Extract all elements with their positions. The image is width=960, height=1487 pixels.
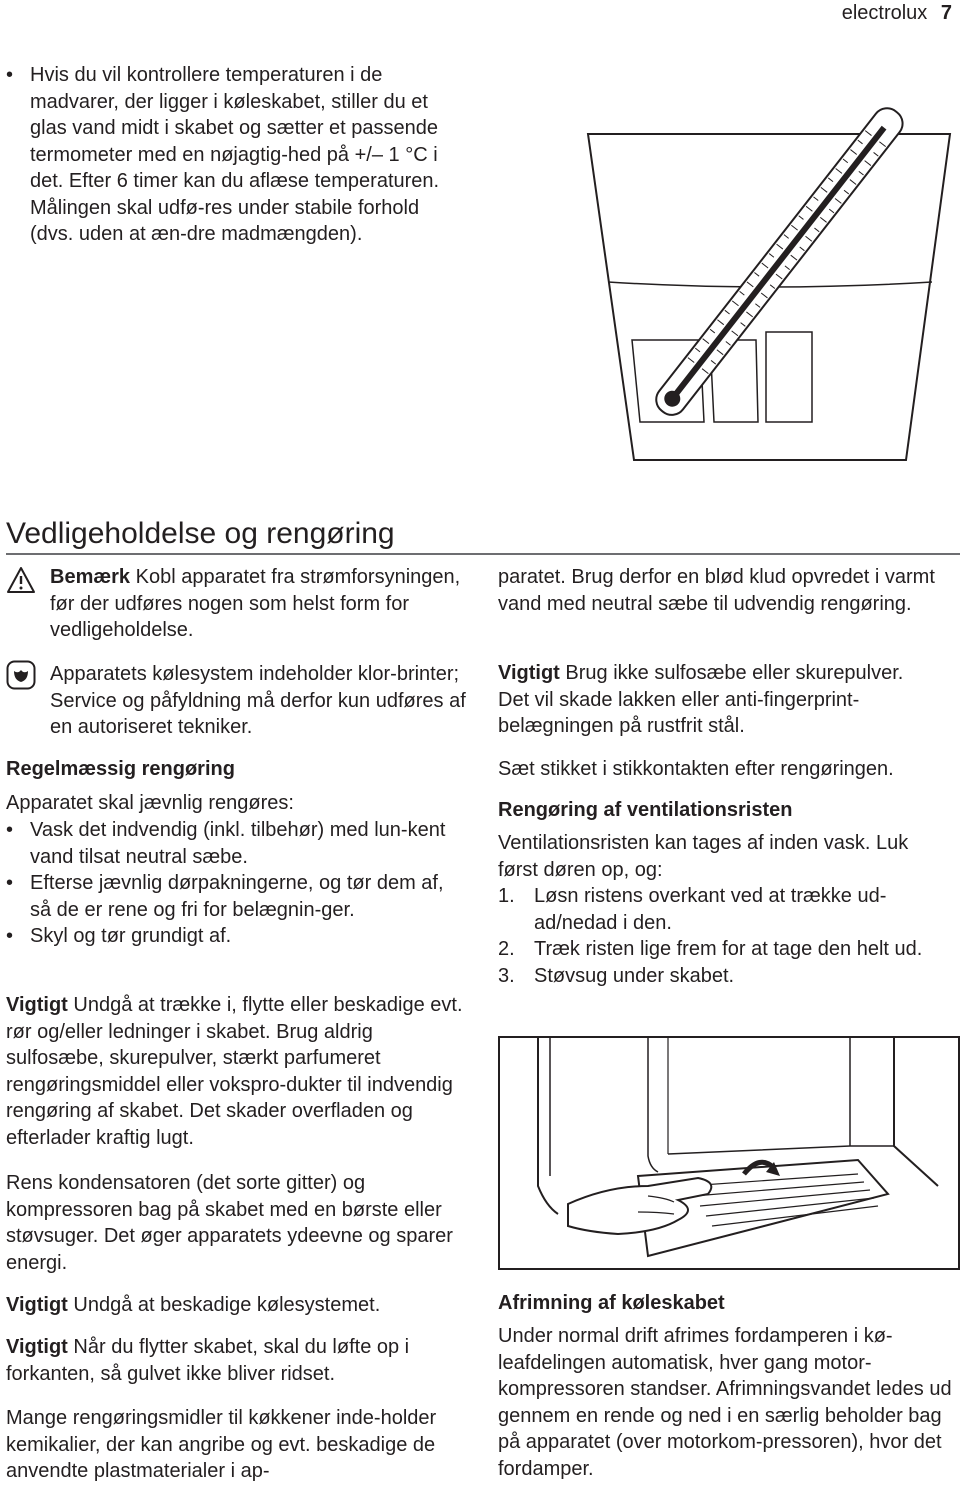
thermometer-in-glass-illustration	[586, 107, 952, 461]
list-item: 2.Træk risten lige frem for at tage den …	[498, 938, 923, 960]
environment-note: Apparatets kølesystem indeholder klor-br…	[50, 663, 466, 738]
page-header: electrolux 7	[842, 2, 952, 25]
vent-cleaning-intro: Ventilationsristen kan tages af inden va…	[498, 832, 909, 881]
environment-icon	[6, 660, 36, 690]
important-note-3: Vigtigt Når du flytter skabet, skal du l…	[6, 1336, 410, 1385]
intro-bullet: Hvis du vil kontrollere temperaturen i d…	[6, 62, 454, 248]
section-title: Vedligeholdelse og rengøring	[6, 517, 395, 550]
page-number: 7	[940, 2, 952, 24]
warning-text: Kobl apparatet fra strømforsyningen, før…	[50, 566, 461, 641]
regular-cleaning-intro: Apparatet skal jævnlig rengøres:	[6, 792, 294, 814]
plug-in-paragraph: Sæt stikket i stikkontakten efter rengør…	[498, 758, 894, 780]
important-note-1: Vigtigt Undgå at trække i, flytte eller …	[6, 994, 463, 1149]
list-item: 1.Løsn ristens overkant ved at trække ud…	[498, 885, 887, 934]
important-note-2: Vigtigt Undgå at beskadige kølesystemet.	[6, 1294, 381, 1316]
right-continuation-paragraph: paratet. Brug derfor en blød klud opvred…	[498, 566, 935, 615]
warning-note: Bemærk Kobl apparatet fra strømforsyning…	[50, 564, 470, 644]
list-item: Vask det indvendig (inkl. tilbehør) med …	[6, 817, 466, 870]
warning-icon	[7, 567, 35, 593]
list-item: Efterse jævnlig dørpakningerne, og tør d…	[6, 870, 466, 923]
list-item: 3.Støvsug under skabet.	[498, 964, 735, 987]
important-note-4: Vigtigt Brug ikke sulfosæbe eller skurep…	[498, 662, 904, 737]
condenser-paragraph: Rens kondensatoren (det sorte gitter) og…	[6, 1172, 453, 1274]
vent-grille-illustration	[498, 1036, 960, 1270]
regular-cleaning-title: Regelmæssig rengøring	[6, 758, 235, 780]
section-title-rule	[6, 553, 960, 555]
defrost-title: Afrimning af køleskabet	[498, 1292, 725, 1314]
brand-name: electrolux	[841, 2, 928, 24]
regular-cleaning-list: Vask det indvendig (inkl. tilbehør) med …	[6, 817, 466, 950]
vent-cleaning-title: Rengøring af ventilationsristen	[498, 799, 793, 821]
vent-cleaning-steps: 1.Løsn ristens overkant ved at trække ud…	[498, 883, 958, 989]
warning-label: Bemærk	[50, 566, 131, 588]
list-item: Skyl og tør grundigt af.	[6, 923, 466, 950]
chemicals-paragraph: Mange rengøringsmidler til køkkener inde…	[6, 1407, 437, 1482]
intro-bullet-text: Hvis du vil kontrollere temperaturen i d…	[30, 64, 440, 245]
defrost-paragraph: Under normal drift afrimes fordamperen i…	[498, 1325, 952, 1480]
